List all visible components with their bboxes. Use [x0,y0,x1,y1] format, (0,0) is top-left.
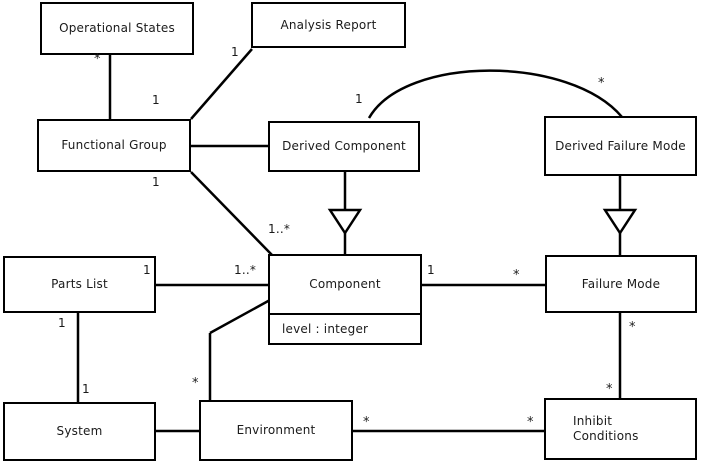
multiplicity-functional-group-component-near-component: 1..* [268,222,291,236]
edge-environment--component-diagonal [209,298,271,335]
class-box-derived-component[interactable]: Derived Component [268,121,420,172]
class-name-component: Component [309,277,381,291]
class-box-parts-list[interactable]: Parts List [3,256,156,313]
class-name-parts-list: Parts List [51,277,108,291]
class-name-inhibit-conditions: Inhibit Conditions [546,400,695,458]
multiplicity-operational-states-functional-group: * [94,52,101,67]
multiplicity-failure-mode-inhibit-conditions-near-failure-mode: * [629,320,636,335]
edge-derived-component--derived-failure-mode [367,69,623,119]
edge-functional-group--component [190,171,273,256]
class-name-derived-failure-mode: Derived Failure Mode [555,138,686,153]
class-name-analysis-report: Analysis Report [280,17,377,32]
multiplicity-parts-list-system-near-parts-list: 1 [58,316,66,330]
multiplicity-parts-list-component-near-component: 1..* [234,263,257,277]
class-box-system[interactable]: System [3,402,156,461]
multiplicity-derived-component-derived-failure-mode: * [598,76,605,91]
multiplicity-environment-inhibit-conditions-near-environment: * [363,415,370,430]
class-box-derived-failure-mode[interactable]: Derived Failure Mode [544,116,697,176]
class-name-failure-mode: Failure Mode [581,276,661,291]
multiplicity-functional-group-derived-component: 1 [355,92,363,106]
class-name-inhibit-conditions-line1: Inhibit [573,414,613,428]
multiplicity-environment-inhibit-conditions-near-inhibit-conditions: * [527,415,534,430]
class-box-functional-group[interactable]: Functional Group [37,119,191,172]
class-box-component[interactable]: Component level : integer [268,254,422,345]
generalization-triangle-derived-failure-mode [602,208,638,236]
class-box-failure-mode[interactable]: Failure Mode [545,255,697,313]
class-attribute-component-level: level : integer [270,313,420,343]
class-name-operational-states: Operational States [59,21,175,35]
class-name-functional-group: Functional Group [61,138,167,152]
class-name-environment: Environment [236,423,316,437]
multiplicity-functional-group-analysis-report-near-functional-group: 1 [152,93,160,107]
class-box-operational-states[interactable]: Operational States [40,2,194,55]
multiplicity-component-failure-mode-near-failure-mode: * [513,268,520,283]
class-box-inhibit-conditions[interactable]: Inhibit Conditions [544,398,697,460]
multiplicity-failure-mode-inhibit-conditions-near-inhibit-conditions: * [606,382,613,397]
edge-functional-group--analysis-report [190,48,253,120]
class-name-inhibit-conditions-line2: Conditions [573,429,639,443]
class-name-system: System [56,424,103,438]
multiplicity-parts-list-component-near-parts-list: 1 [143,263,151,277]
multiplicity-functional-group-analysis-report-near-analysis-report: 1 [231,45,239,59]
generalization-triangle-derived-component [327,208,363,236]
multiplicity-environment-component: * [192,376,199,391]
class-box-analysis-report[interactable]: Analysis Report [251,2,406,48]
multiplicity-parts-list-system-near-system: 1 [82,382,90,396]
multiplicity-component-failure-mode-near-component: 1 [427,263,435,277]
class-name-derived-component: Derived Component [282,139,406,153]
multiplicity-functional-group-component-near-functional-group: 1 [152,175,160,189]
class-box-environment[interactable]: Environment [199,400,353,461]
